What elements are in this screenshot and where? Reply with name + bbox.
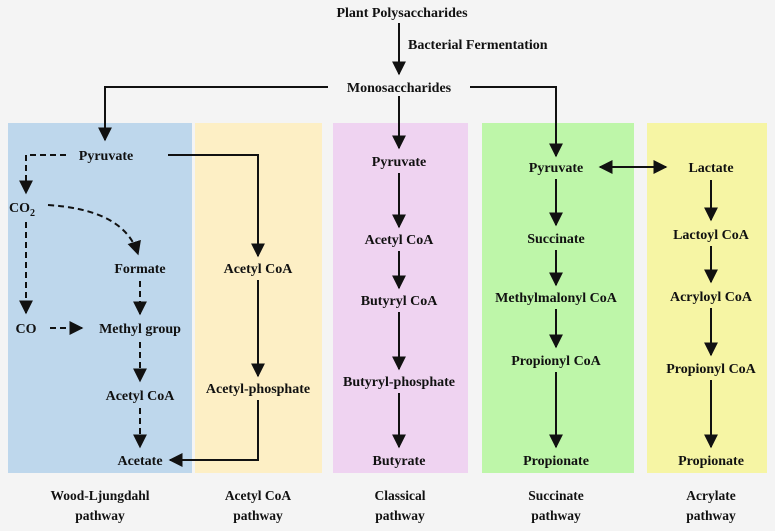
acrylate-propionate-label: Propionate [678,454,744,469]
butyryl-phosphate-label: Butyryl-phosphate [343,375,455,390]
succinate-caption-line1: Succinate [528,488,584,503]
acetate-label: Acetate [117,454,162,469]
succinate-propionyl-coa-label: Propionyl CoA [511,354,601,369]
co2-subscript: 2 [30,208,35,219]
co2-base: CO [9,201,30,216]
arrow-co2-to-formate [47,204,141,256]
acetyl-phosphate-label: Acetyl-phosphate [206,382,310,397]
acrylate-propionyl-coa-label: Propionyl CoA [666,362,756,377]
wood-ljungdahl-caption-line2: pathway [75,508,125,523]
plant-polysaccharides-label: Plant Polysaccharides [336,6,468,21]
butyryl-coa-label: Butyryl CoA [361,294,439,309]
acryloyl-coa-label: Acryloyl CoA [670,290,753,305]
acrylate-caption-line1: Acrylate [686,488,735,503]
solid-arrows [98,23,718,467]
classical-caption-line2: pathway [375,508,425,523]
acp-acetyl-coa-label: Acetyl CoA [224,262,294,277]
co-label: CO [16,322,37,337]
succinate-caption-line2: pathway [531,508,581,523]
acrylate-panel [647,123,767,473]
bacterial-fermentation-label: Bacterial Fermentation [408,38,548,53]
classical-pyruvate-label: Pyruvate [372,155,426,170]
co2-label: CO2 [9,201,35,219]
arrow-monosaccharides-to-wl-pyruvate [98,86,328,142]
classical-acetyl-coa-label: Acetyl CoA [365,233,435,248]
wood-ljungdahl-panel [8,123,192,473]
wl-pyruvate-label: Pyruvate [79,149,133,164]
lactoyl-coa-label: Lactoyl CoA [673,228,750,243]
succinate-panel [482,123,634,473]
formate-label: Formate [114,262,165,277]
dashed-arrows [19,154,147,449]
methyl-group-label: Methyl group [99,322,181,337]
classical-caption-line1: Classical [374,488,425,503]
methylmalonyl-coa-label: Methylmalonyl CoA [495,291,618,306]
succinate-propionate-label: Propionate [523,454,589,469]
acetyl-coa-caption-line2: pathway [233,508,283,523]
succinate-label: Succinate [527,232,585,247]
wl-acetyl-coa-label: Acetyl CoA [106,389,176,404]
arrow-pyruvate-to-acetyl-coa [168,154,265,258]
monosaccharides-label: Monosaccharides [347,81,452,96]
butyrate-label: Butyrate [373,454,426,469]
arrow-pyruvate-to-co2 [19,154,66,195]
arrow-acetyl-phosphate-to-acetate [168,400,259,467]
classical-panel [333,123,468,473]
wood-ljungdahl-caption-line1: Wood-Ljungdahl [50,488,149,503]
lactate-label: Lactate [688,161,733,176]
succinate-pyruvate-label: Pyruvate [529,161,583,176]
acrylate-caption-line2: pathway [686,508,736,523]
acetyl-coa-caption-line1: Acetyl CoA [225,488,292,503]
arrow-monosaccharides-to-succinate-pyruvate [470,86,563,158]
